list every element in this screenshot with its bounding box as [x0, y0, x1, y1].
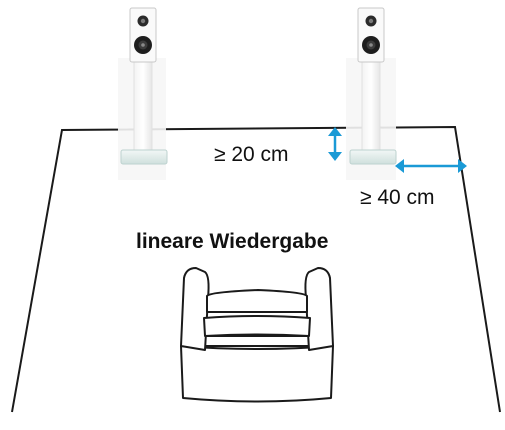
- distance-side-label: ≥ 40 cm: [360, 186, 435, 209]
- armchair-icon: [180, 267, 334, 403]
- left-stand-pole: [133, 61, 153, 159]
- right-speaker: [346, 7, 397, 180]
- armchair-back: [206, 289, 308, 313]
- vertical-double-arrow-icon: [328, 127, 342, 161]
- right-stand-base: [349, 149, 397, 165]
- armchair-cushion: [203, 315, 311, 337]
- horizontal-double-arrow-icon: [395, 159, 467, 173]
- distance-wall-label: ≥ 20 cm: [214, 143, 289, 166]
- armchair-body: [180, 345, 334, 403]
- room-outline: [11, 125, 501, 413]
- left-speaker: [118, 7, 168, 180]
- right-stand-pole: [361, 61, 381, 159]
- placement-title: lineare Wiedergabe: [136, 230, 329, 253]
- armchair-right-arm: [304, 267, 334, 351]
- left-stand-base: [120, 149, 168, 165]
- armchair-left-arm: [180, 267, 210, 351]
